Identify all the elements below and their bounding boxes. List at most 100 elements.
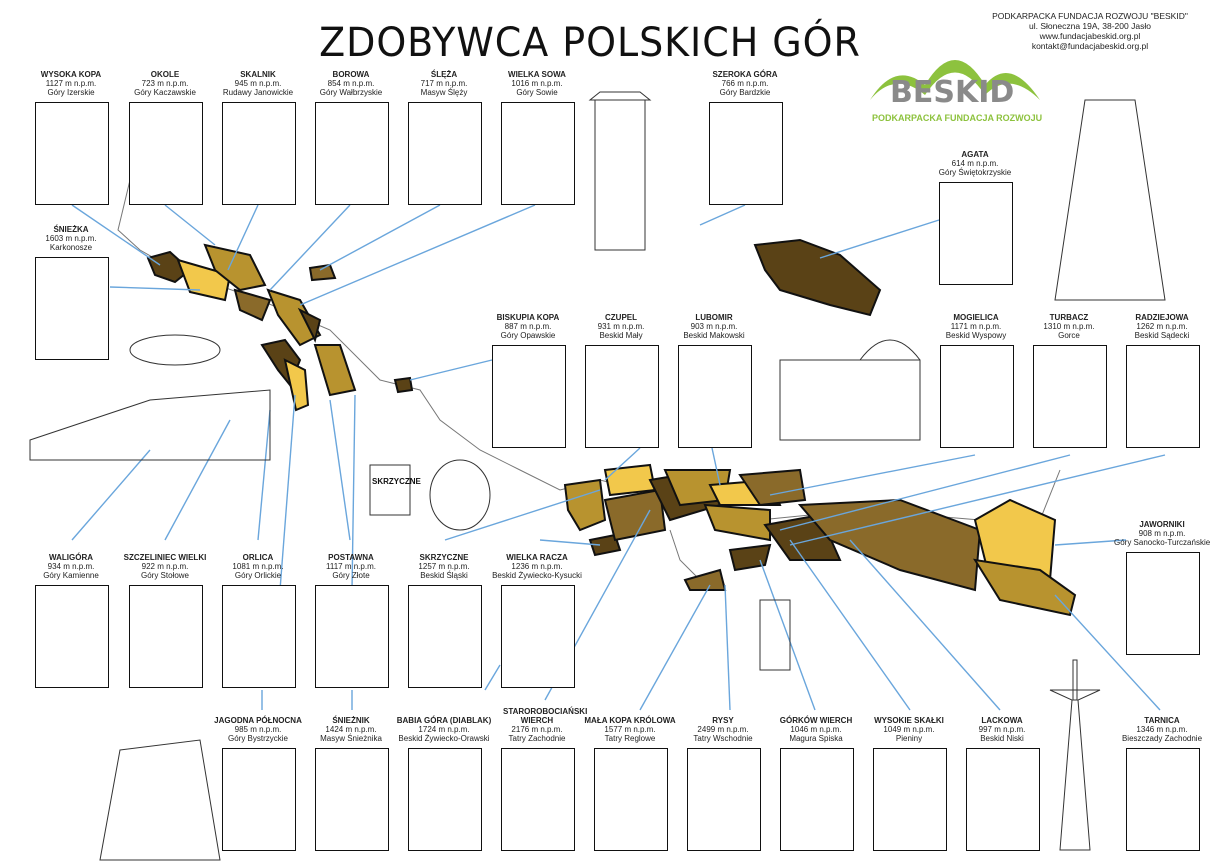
organization-info: PODKARPACKA FUNDACJA ROZWOJU "BESKID" ul…	[990, 11, 1190, 51]
peak-name: Mogielica	[953, 313, 999, 322]
peak-range: Góry Orlickie	[234, 571, 282, 580]
peak-name: Okole	[150, 70, 180, 79]
stamp-box	[585, 345, 659, 448]
peak-name: Biskupia Kopa	[496, 313, 560, 322]
peak-label: Wielka Sowa1016 m n.p.m.Góry Sowie	[489, 70, 585, 97]
stamp-box	[492, 345, 566, 448]
peak-height: 1577 m n.p.m.	[604, 725, 656, 734]
peak-height: 766 m n.p.m.	[721, 79, 769, 88]
peak-label: Śnieżnik1424 m n.p.m.Masyw Śnieżnika	[303, 716, 399, 743]
beskid-logo: BESKID	[865, 40, 1045, 130]
peak-name: Skrzyczne	[419, 553, 469, 562]
peak-height: 1236 m n.p.m.	[511, 562, 563, 571]
stamp-box	[35, 102, 109, 205]
peak-range: Bieszczady Zachodnie	[1121, 734, 1203, 743]
peak-height: 1424 m n.p.m.	[325, 725, 377, 734]
stamp-box	[222, 585, 296, 688]
stamp-box	[408, 585, 482, 688]
stamp-box	[222, 102, 296, 205]
stamp-box	[1126, 552, 1200, 655]
peak-name: Mała Kopa Królowa	[584, 716, 676, 725]
stamp-box	[1126, 748, 1200, 851]
peak-range: Pieniny	[895, 734, 923, 743]
peak-name: Agata	[961, 150, 989, 159]
peak-label: Śnieżka1603 m n.p.m.Karkonosze	[23, 225, 119, 252]
peak-height: 934 m n.p.m.	[47, 562, 95, 571]
peak-label: Jagodna Północna985 m n.p.m.Góry Bystrzy…	[210, 716, 306, 743]
peak-height: 887 m n.p.m.	[504, 322, 552, 331]
org-name: PODKARPACKA FUNDACJA ROZWOJU "BESKID"	[992, 11, 1188, 21]
peak-label: Mogielica1171 m n.p.m.Beskid Wyspowy	[928, 313, 1024, 340]
peak-range: Beskid Makowski	[683, 331, 745, 340]
peak-name: Jagodna Północna	[214, 716, 302, 725]
stamp-box	[315, 748, 389, 851]
peak-height: 903 m n.p.m.	[690, 322, 738, 331]
peak-height: 985 m n.p.m.	[234, 725, 282, 734]
peak-label: Skalnik945 m n.p.m.Rudawy Janowickie	[210, 70, 306, 97]
org-email: kontakt@fundacjabeskid.org.pl	[1031, 41, 1149, 51]
stamp-box	[501, 748, 575, 851]
peak-name: Wielka Sowa	[508, 70, 566, 79]
logo-word: BESKID	[890, 75, 1014, 110]
peak-name: Lackowa	[981, 716, 1023, 725]
peak-range: Góry Kaczawskie	[134, 88, 196, 97]
stamp-box	[966, 748, 1040, 851]
peak-height: 931 m n.p.m.	[597, 322, 645, 331]
peak-height: 1117 m n.p.m.	[326, 562, 376, 571]
peak-label: Borowa854 m n.p.m.Góry Wałbrzyskie	[303, 70, 399, 97]
peak-range: Góry Bardzkie	[719, 88, 771, 97]
peak-range: Góry Sowie	[516, 88, 558, 97]
peak-label: Orlica1081 m n.p.m.Góry Orlickie	[210, 553, 306, 580]
peak-range: Tatry Reglowe	[604, 734, 656, 743]
peak-range: Masyw Ślęży	[420, 88, 468, 97]
stamp-box	[129, 102, 203, 205]
peak-label: Agata614 m n.p.m.Góry Świętokrzyskie	[927, 150, 1023, 177]
stamp-box	[35, 257, 109, 360]
peak-label: Skrzyczne1257 m n.p.m.Beskid Śląski	[396, 553, 492, 580]
peak-label: Starorobociański Wierch2176 m n.p.m.Tatr…	[489, 707, 587, 743]
peak-name: Czupel	[605, 313, 637, 322]
stamp-box	[709, 102, 783, 205]
stamp-box	[501, 102, 575, 205]
stamp-box	[408, 748, 482, 851]
stamp-box	[873, 748, 947, 851]
peak-height: 997 m n.p.m.	[978, 725, 1026, 734]
peak-label: Ślęża717 m n.p.m.Masyw Ślęży	[396, 70, 492, 97]
peak-name: Rysy	[712, 716, 734, 725]
stamp-box	[501, 585, 575, 688]
peak-height: 614 m n.p.m.	[951, 159, 999, 168]
peak-height: 1346 m n.p.m.	[1136, 725, 1188, 734]
stamp-box	[939, 182, 1013, 285]
peak-height: 1603 m n.p.m.	[45, 234, 97, 243]
peak-name: Lubomir	[695, 313, 733, 322]
peak-name: Wysokie Skałki	[874, 716, 944, 725]
peak-name: Postawna	[328, 553, 374, 562]
peak-height: 1046 m n.p.m.	[790, 725, 842, 734]
peak-name: Radziejowa	[1135, 313, 1189, 322]
peak-range: Góry Izerskie	[47, 88, 95, 97]
stamp-box	[129, 585, 203, 688]
peak-range: Góry Stołowe	[140, 571, 190, 580]
peak-range: Góry Sanocko-Turczańskie	[1114, 538, 1211, 547]
peak-height: 2499 m n.p.m.	[697, 725, 749, 734]
peak-name: Borowa	[332, 70, 370, 79]
peak-name: Skalnik	[240, 70, 276, 79]
peak-label: Wielka Racza1236 m n.p.m.Beskid Żywiecko…	[489, 553, 585, 580]
peak-range: Magura Spiska	[789, 734, 843, 743]
stamp-box	[315, 102, 389, 205]
peak-height: 723 m n.p.m.	[141, 79, 189, 88]
peak-height: 1171 m n.p.m.	[950, 322, 1002, 331]
peak-height: 1262 m n.p.m.	[1136, 322, 1188, 331]
peak-name: Wielka Racza	[506, 553, 568, 562]
stamp-box	[1126, 345, 1200, 448]
peak-name: Jaworniki	[1139, 520, 1185, 529]
peak-label: Tarnica1346 m n.p.m.Bieszczady Zachodnie	[1114, 716, 1210, 743]
peak-range: Beskid Żywiecko-Kysucki	[492, 571, 582, 580]
peak-range: Tatry Wschodnie	[693, 734, 753, 743]
peak-name: Szeroka Góra	[712, 70, 778, 79]
peak-label: Radziejowa1262 m n.p.m.Beskid Sądecki	[1114, 313, 1210, 340]
sign-text: SKRZYCZNE	[372, 477, 422, 486]
stamp-box	[678, 345, 752, 448]
